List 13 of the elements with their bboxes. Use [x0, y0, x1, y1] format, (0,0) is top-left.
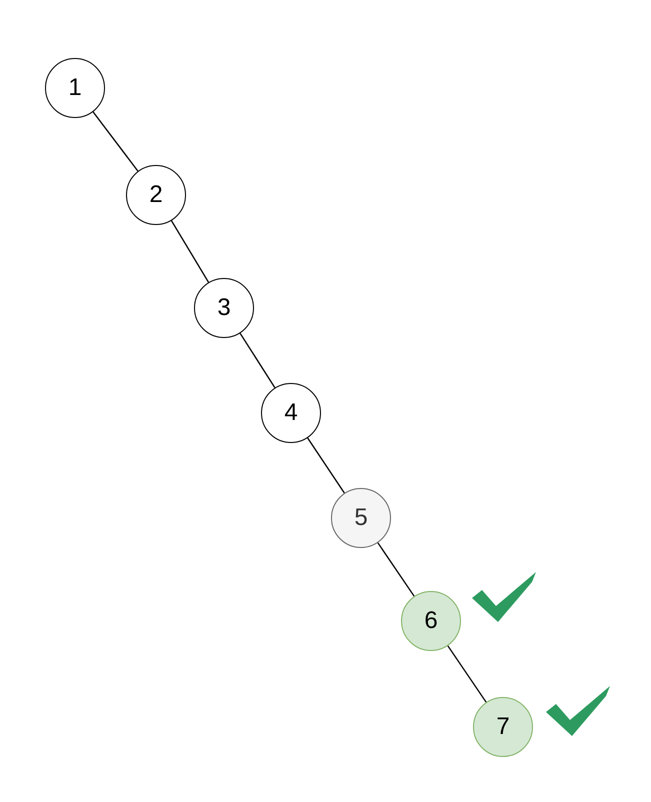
- connector-line: [240, 332, 276, 388]
- node-label: 7: [496, 713, 510, 741]
- node-label: 1: [68, 74, 82, 102]
- connector-line: [307, 438, 345, 494]
- node-label: 5: [354, 504, 368, 532]
- connector-line: [92, 112, 138, 172]
- connector-line: [377, 542, 415, 597]
- node-label: 3: [217, 294, 231, 322]
- connector-line: [447, 645, 487, 703]
- node-label: 6: [424, 607, 438, 635]
- node-label: 4: [284, 399, 298, 427]
- connector-line: [170, 220, 210, 283]
- node-label: 2: [149, 181, 163, 209]
